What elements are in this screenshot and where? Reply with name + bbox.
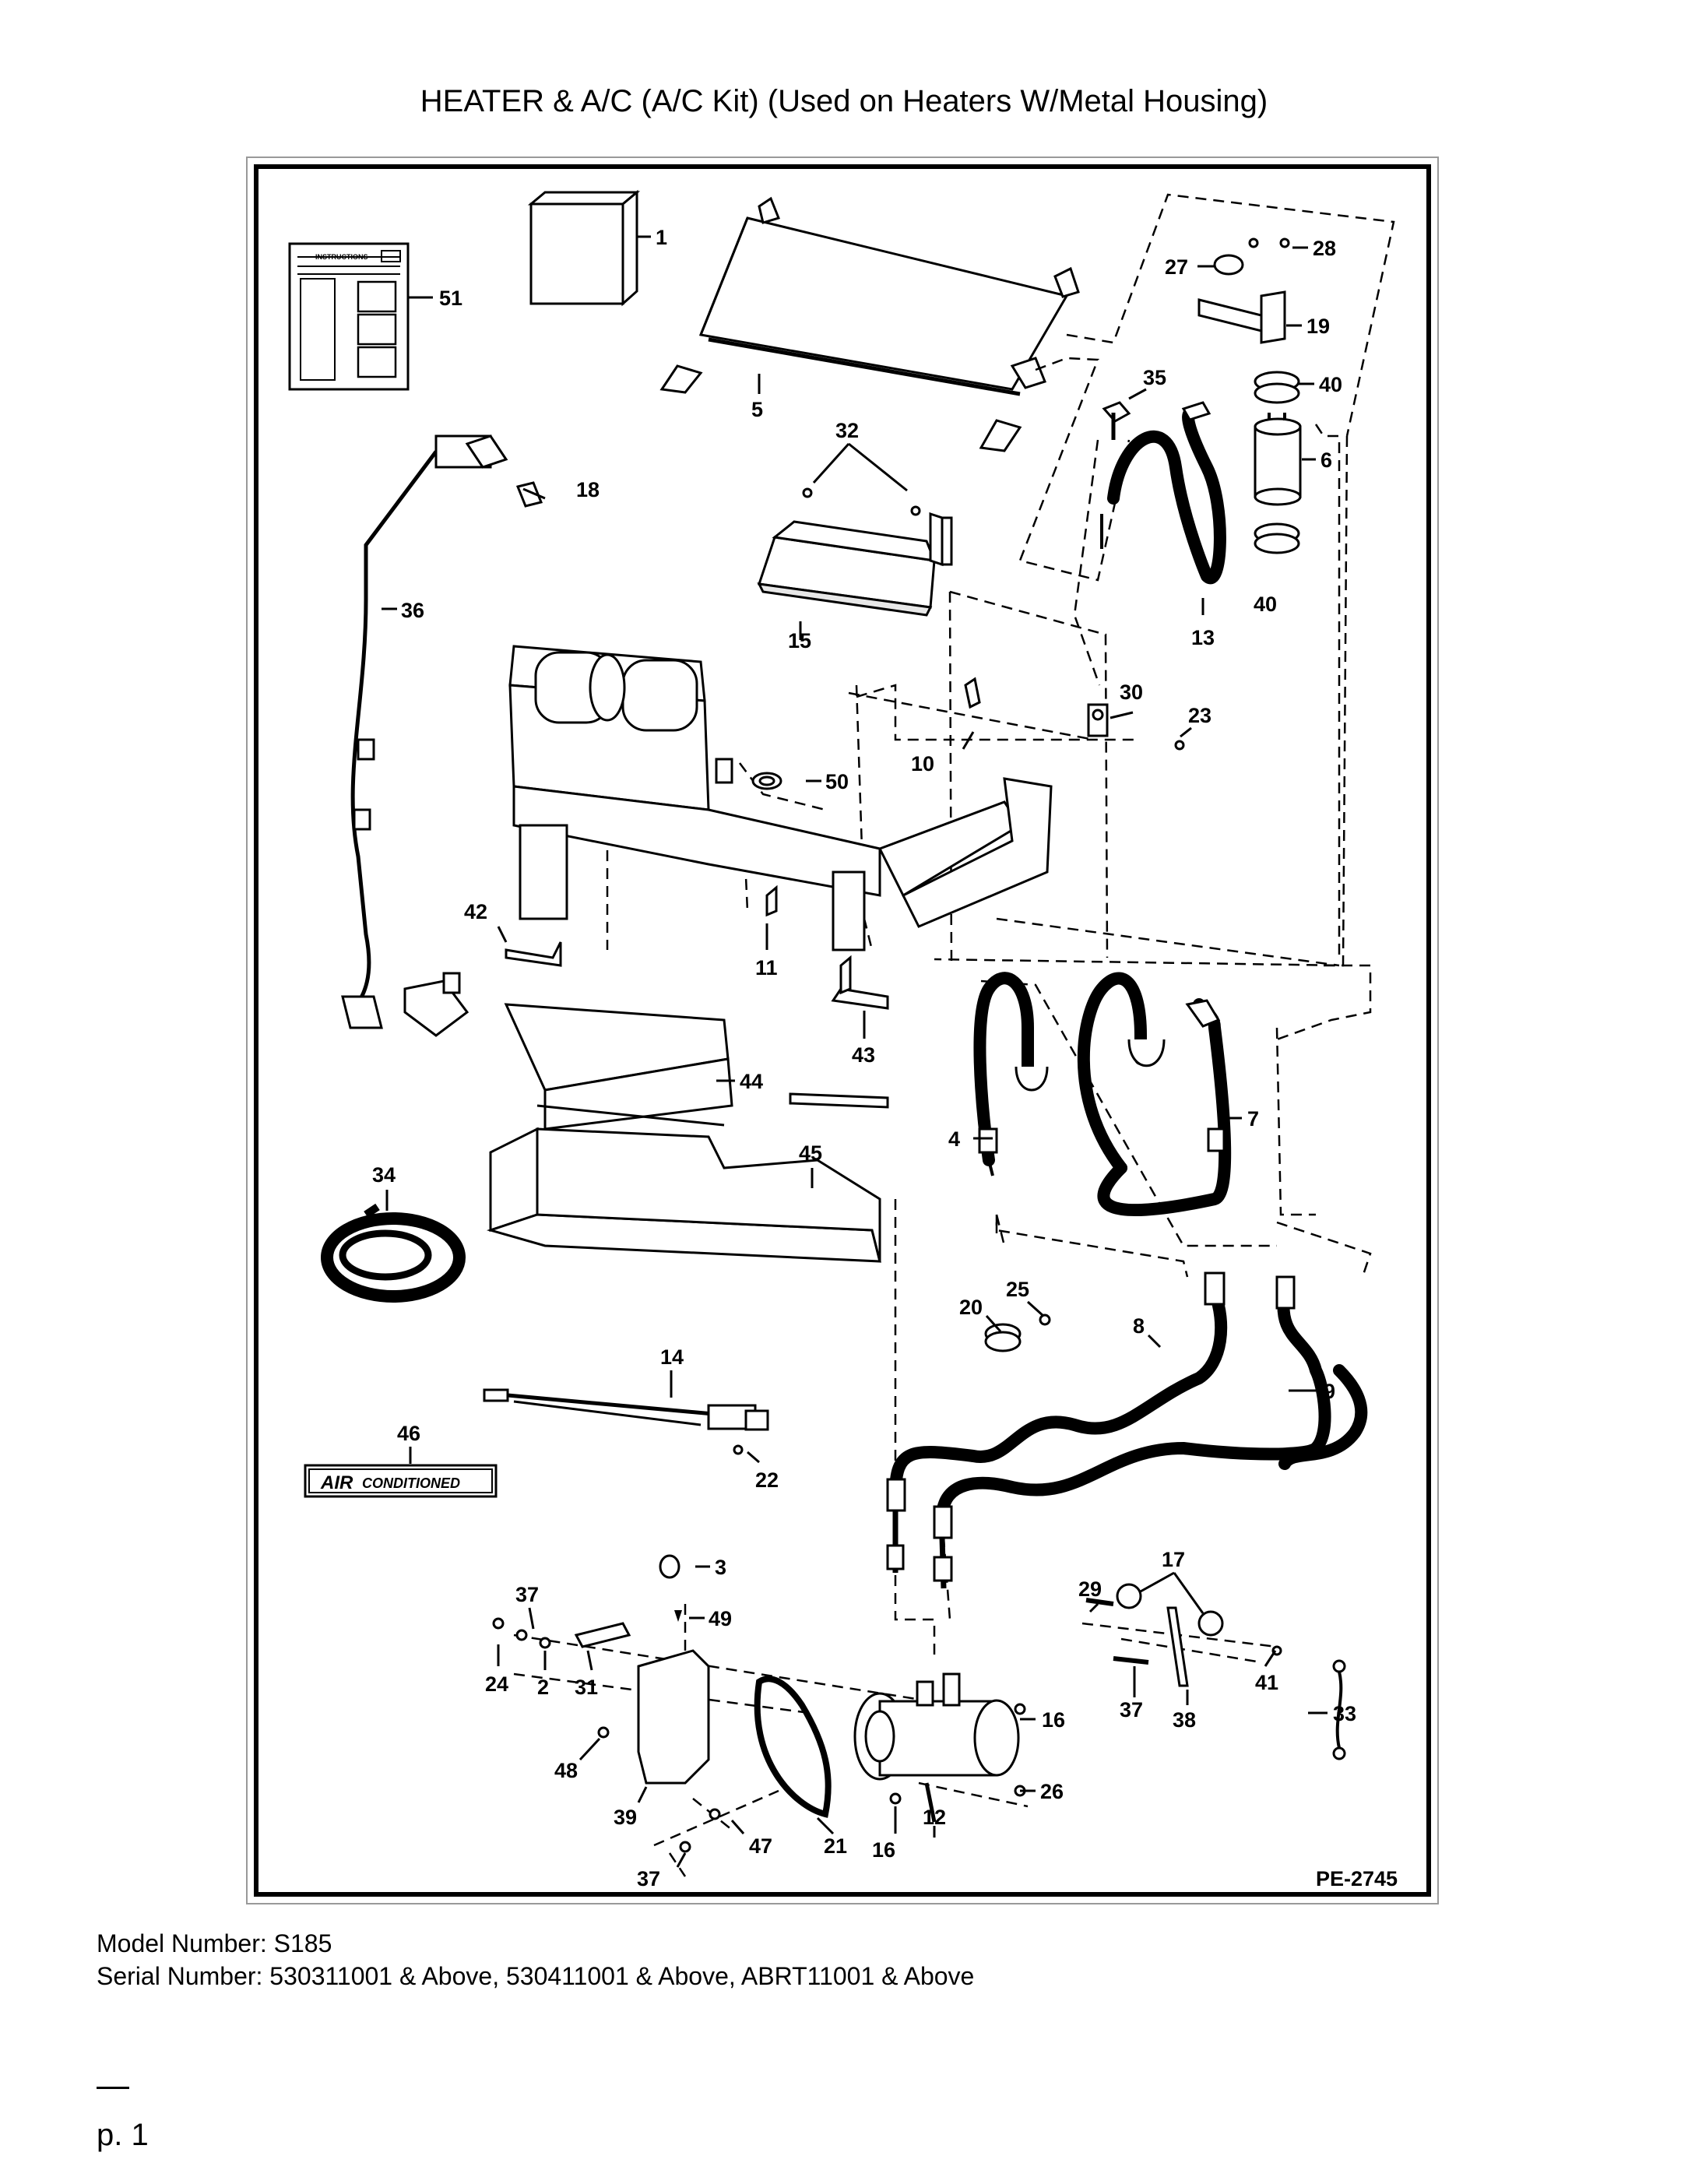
callout-34: 34 [372,1163,396,1187]
callout-2: 2 [537,1676,549,1699]
air-duct [486,1127,881,1263]
drier-bracket [1197,237,1290,344]
callout-4: 4 [948,1127,960,1151]
diagram-outer-frame [246,157,1439,1904]
callout-40-top: 40 [1319,373,1342,396]
callout-labels: 1 51 5 28 27 19 40 35 32 6 13 40 15 18 3… [372,226,1356,1890]
hose-7 [1077,972,1232,1217]
switch-harness [483,1388,769,1431]
callout-31: 31 [575,1676,598,1699]
callout-32: 32 [835,419,859,442]
callout-24: 24 [485,1672,508,1696]
callout-49: 49 [709,1607,732,1630]
decal-text-conditioned: CONDITIONED [362,1475,460,1491]
filter-panel [504,1003,733,1131]
model-number: Model Number: S185 [97,1929,332,1957]
callout-43: 43 [852,1043,875,1067]
callout-35: 35 [1143,366,1166,389]
callout-3: 3 [715,1556,726,1579]
hose-4 [973,972,1049,1176]
callout-13: 13 [1191,626,1215,649]
callout-23: 23 [1188,704,1211,727]
callout-41: 41 [1255,1671,1278,1694]
callout-30: 30 [1120,681,1143,704]
hose-clamp [984,1314,1051,1352]
serial-number: Serial Number: 530311001 & Above, 530411… [97,1962,975,1990]
seal-strip [789,1092,889,1109]
callout-7: 7 [1247,1107,1259,1131]
callout-40-bottom: 40 [1254,593,1277,616]
page-number: p. 1 [97,2118,149,2152]
kit-box [527,189,641,307]
callout-1: 1 [656,226,667,249]
callout-51: 51 [439,287,462,310]
callout-36: 36 [401,599,424,622]
condenser [659,196,1080,452]
callout-11: 11 [755,956,778,979]
expansion-valve [964,677,1185,751]
callout-12: 12 [923,1806,946,1829]
callout-37-left: 37 [515,1583,539,1606]
callout-37-bottom: 37 [637,1867,660,1890]
drive-belt [754,1676,832,1818]
callout-8: 8 [1133,1314,1145,1338]
housing-brackets [505,885,889,1010]
drawing-id: PE-2745 [1316,1867,1398,1890]
callout-10: 10 [911,752,934,775]
callout-16-right: 16 [1042,1708,1065,1732]
heater-housing [508,645,1053,951]
callout-25: 25 [1006,1278,1029,1301]
callout-50: 50 [825,770,849,793]
callout-26: 26 [1040,1780,1064,1803]
callout-19: 19 [1306,315,1330,338]
callout-9: 9 [1324,1380,1335,1403]
callout-16-bottom: 16 [872,1838,895,1862]
callout-44: 44 [740,1070,763,1093]
routing-dashed-lines [513,193,1395,1877]
air-conditioned-decal: AIR CONDITIONED [304,1464,498,1498]
instructions-header: INSTRUCTIONS [315,253,368,261]
compressor [853,1672,1020,1823]
callout-47: 47 [749,1834,772,1858]
drain-tube-coil [321,1203,466,1303]
hose-bracket [1085,1583,1282,1687]
hose-8 [886,1271,1228,1573]
callout-38: 38 [1173,1708,1196,1732]
callout-37-right: 37 [1120,1698,1143,1722]
callout-39: 39 [614,1806,637,1829]
page-title: HEATER & A/C (A/C Kit) (Used on Heaters … [420,84,1268,118]
callout-27: 27 [1165,255,1188,279]
wire-harness [341,434,543,1037]
compressor-mount [574,1554,710,1785]
diagram-frame [254,164,1431,1897]
decal-text-air: AIR [320,1472,353,1493]
hose-13 [1100,401,1226,585]
callout-18-label: 18 [576,478,600,501]
evaporator [757,487,953,617]
callout-48: 48 [554,1759,578,1782]
callout-22: 22 [755,1468,779,1492]
callout-46: 46 [397,1422,420,1445]
callout-5: 5 [751,398,763,421]
callout-42: 42 [464,900,487,923]
callout-28: 28 [1313,237,1336,260]
callout-45: 45 [799,1141,822,1165]
callout-33: 33 [1333,1702,1356,1725]
callout-6: 6 [1321,448,1332,472]
callout-14: 14 [660,1345,684,1369]
hose-9 [933,1275,1368,1589]
callout-21: 21 [824,1834,847,1858]
receiver-drier [1254,371,1302,554]
callout-15: 15 [788,629,811,652]
callout-17: 17 [1162,1548,1185,1571]
instruction-sheet: INSTRUCTIONS [288,242,410,391]
callout-leaders [382,235,1328,1868]
footer-rule [97,2087,129,2089]
callout-20: 20 [959,1296,983,1319]
ground-strap [1332,1659,1346,1760]
callout-29: 29 [1078,1577,1102,1601]
fasteners [492,1444,1026,1853]
